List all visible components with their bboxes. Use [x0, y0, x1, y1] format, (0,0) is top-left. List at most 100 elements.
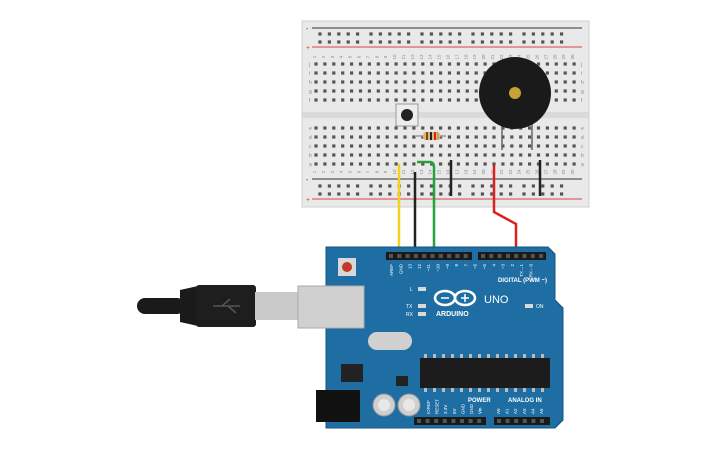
breadboard-hole	[563, 80, 567, 84]
header-pin	[505, 254, 510, 258]
power-label: POWER	[468, 398, 491, 404]
rail-hole	[369, 32, 373, 36]
breadboard-hole	[341, 135, 345, 139]
breadboard-hole	[510, 135, 514, 139]
rail-hole	[397, 32, 401, 36]
breadboard-hole	[394, 89, 398, 93]
breadboard-hole	[536, 153, 541, 157]
rail-hole	[550, 184, 554, 188]
breadboard-hole	[536, 62, 541, 66]
breadboard-hole	[536, 126, 541, 130]
row-letter: e	[581, 126, 584, 132]
digital-pin-label: ~5	[482, 264, 487, 270]
breadboard-hole	[403, 80, 407, 84]
analog-pin-label: A0	[496, 408, 501, 414]
chip-pin	[505, 354, 508, 358]
breadboard-hole	[412, 98, 416, 102]
rail-hole	[327, 32, 331, 36]
breadboard-hole	[563, 62, 567, 66]
header-pin	[422, 254, 427, 258]
breadboard-hole	[483, 153, 487, 157]
chip-pin	[532, 354, 535, 358]
row-letter: f	[581, 98, 583, 104]
rail-hole	[356, 184, 360, 188]
breadboard-hole	[456, 144, 460, 148]
header-pin	[505, 419, 510, 423]
column-number: 6	[357, 55, 362, 58]
breadboard-hole	[456, 80, 460, 84]
breadboard-hole	[501, 135, 505, 139]
breadboard-hole	[554, 62, 558, 66]
rail-hole	[356, 40, 360, 44]
breadboard-hole	[385, 71, 389, 75]
column-number: 13	[419, 54, 424, 60]
breadboard-hole	[456, 162, 460, 166]
push-button-icon[interactable]	[395, 103, 419, 127]
rail-hole	[550, 32, 554, 36]
digital-header-left	[386, 252, 472, 260]
header-pin	[451, 419, 456, 423]
rail-hole	[471, 32, 475, 36]
rail-hole	[499, 40, 503, 44]
breadboard-hole	[421, 98, 425, 102]
rail-hole	[490, 40, 494, 44]
column-number: 12	[410, 54, 415, 60]
usb-jack	[297, 285, 365, 329]
breadboard-hole	[554, 162, 558, 166]
brand-text: ARDUINO	[436, 311, 469, 318]
rail-hole	[407, 32, 411, 36]
column-number: 23	[508, 54, 513, 60]
rail-hole	[356, 192, 360, 196]
digital-pin-label: 12	[417, 264, 422, 270]
rail-hole	[522, 192, 526, 196]
breadboard-hole	[341, 62, 345, 66]
breadboard-hole	[385, 62, 389, 66]
breadboard-hole	[447, 162, 452, 166]
analog-pin-label: A3	[522, 408, 527, 414]
column-number: 25	[526, 54, 531, 60]
breadboard-hole	[403, 98, 407, 102]
row-letter: g	[581, 89, 584, 95]
rail-hole	[420, 192, 424, 196]
digital-header-right	[478, 252, 546, 260]
header-pin	[434, 419, 439, 423]
breadboard-hole	[412, 89, 416, 93]
chip-pin	[451, 354, 454, 358]
rail-hole	[388, 32, 392, 36]
column-number: 6	[357, 170, 362, 173]
header-pin	[389, 254, 393, 258]
breadboard-hole	[323, 80, 327, 84]
breadboard-hole	[474, 80, 478, 84]
breadboard-hole	[350, 80, 354, 84]
chip-pin	[424, 388, 427, 392]
column-number: 7	[365, 170, 370, 173]
rail-hole	[531, 40, 535, 44]
led-label-tx: TX	[406, 304, 413, 310]
breadboard-hole	[367, 162, 371, 166]
rail-hole	[509, 40, 513, 44]
breadboard-hole	[350, 98, 354, 102]
breadboard-hole	[447, 80, 452, 84]
breadboard-hole	[350, 144, 354, 148]
breadboard-hole	[465, 126, 469, 130]
breadboard-hole	[474, 135, 478, 139]
digital-pin-label: TX→1	[519, 264, 524, 277]
breadboard-hole	[545, 62, 549, 66]
breadboard-hole	[394, 80, 398, 84]
breadboard-hole	[403, 153, 407, 157]
column-number: 21	[490, 54, 495, 60]
rail-hole	[318, 40, 322, 44]
breadboard-hole	[394, 62, 398, 66]
breadboard-hole	[572, 162, 576, 166]
breadboard-hole	[323, 62, 327, 66]
rail-hole	[388, 192, 392, 196]
rail-hole	[378, 40, 382, 44]
rail-hole	[509, 184, 513, 188]
breadboard-hole	[554, 135, 558, 139]
breadboard-hole	[341, 126, 345, 130]
rail-hole	[378, 32, 382, 36]
breadboard-hole	[421, 80, 425, 84]
breadboard-hole	[394, 98, 398, 102]
power-pin-label: RESET	[435, 399, 440, 414]
breadboard-hole	[376, 126, 380, 130]
